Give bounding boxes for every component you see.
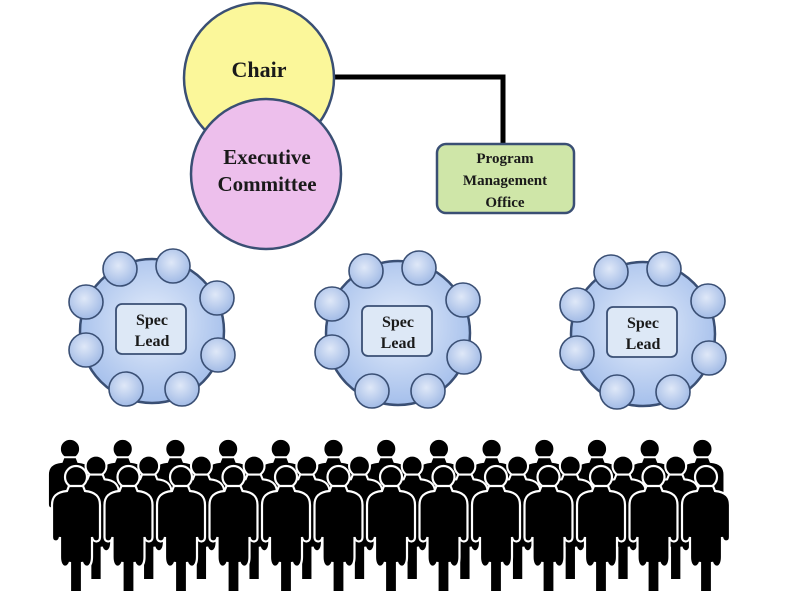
spec-group-1: Spec Lead <box>68 248 236 407</box>
spec-lead-box <box>606 306 678 358</box>
seat <box>68 284 104 320</box>
seat <box>646 251 682 287</box>
seat <box>559 335 595 371</box>
spec-lead-label-line2: Lead <box>626 336 661 353</box>
seat <box>593 254 629 290</box>
spec-lead-box <box>115 303 187 355</box>
pmo-label-line1: Program <box>476 151 534 167</box>
seat <box>401 250 437 286</box>
executive-committee-node: Executive Committee <box>189 97 343 251</box>
executive-label-line2: Committee <box>217 172 316 196</box>
seat <box>354 373 390 409</box>
chair-pmo-connector <box>333 74 506 145</box>
seat <box>108 371 144 407</box>
spec-lead-label-line1: Spec <box>382 314 414 331</box>
seat <box>690 283 726 319</box>
pmo-label-line3: Office <box>485 195 524 211</box>
seat <box>599 374 635 410</box>
seat <box>155 248 191 284</box>
seat <box>102 251 138 287</box>
pmo-node: Program Management Office <box>435 142 576 215</box>
seat <box>446 339 482 375</box>
spec-group-2: Spec Lead <box>314 250 482 409</box>
seat <box>655 374 691 410</box>
seat <box>68 332 104 368</box>
crowd <box>46 437 732 591</box>
spec-lead-label-line2: Lead <box>135 333 170 350</box>
seat <box>314 286 350 322</box>
spec-lead-box <box>361 305 433 357</box>
pmo-label-line2: Management <box>463 173 547 189</box>
seat <box>200 337 236 373</box>
spec-lead-label-line1: Spec <box>627 315 659 332</box>
executive-label-line1: Executive <box>223 145 310 169</box>
chair-label: Chair <box>232 57 287 82</box>
seat <box>348 253 384 289</box>
seat <box>410 373 446 409</box>
spec-group-3: Spec Lead <box>559 251 727 410</box>
spec-lead-label-line1: Spec <box>136 312 168 329</box>
seat <box>164 371 200 407</box>
seat <box>199 280 235 316</box>
seat <box>445 282 481 318</box>
spec-lead-label-line2: Lead <box>381 335 416 352</box>
seat <box>691 340 727 376</box>
seat <box>314 334 350 370</box>
seat <box>559 287 595 323</box>
